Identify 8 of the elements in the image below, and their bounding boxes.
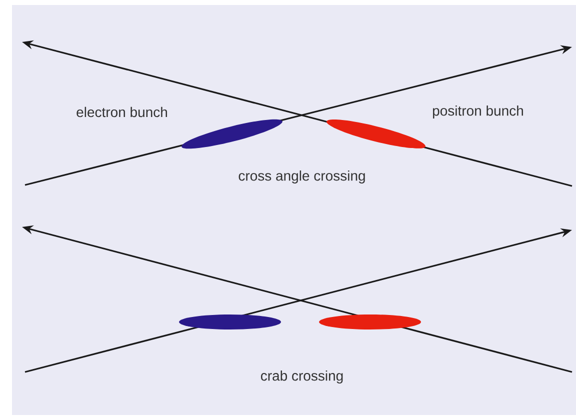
label: positron bunch [433, 105, 523, 118]
label: cross angle crossing [238, 170, 365, 184]
label: electron bunch [76, 106, 167, 118]
positron-bunch [326, 120, 426, 148]
electron-bunch [179, 314, 281, 330]
positron-bunch [319, 314, 421, 330]
electron-bunch [182, 119, 282, 149]
label: crab crossing [260, 370, 343, 384]
